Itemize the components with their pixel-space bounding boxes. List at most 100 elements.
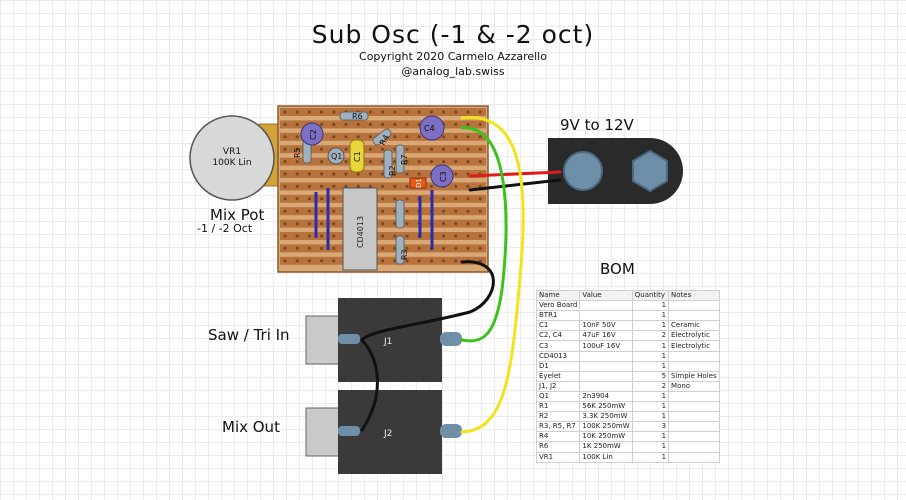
strip-hole bbox=[405, 246, 409, 250]
strip-hole bbox=[307, 172, 311, 176]
strip-hole bbox=[332, 184, 336, 188]
strip-hole bbox=[442, 209, 446, 213]
resistor-r1-body bbox=[395, 199, 405, 229]
strip-hole bbox=[478, 197, 482, 201]
pot-body bbox=[189, 115, 275, 201]
bom-col-name: Name bbox=[535, 289, 581, 302]
strip-hole bbox=[368, 110, 372, 114]
strip-hole bbox=[344, 172, 348, 176]
wire-yellow bbox=[460, 116, 525, 434]
strip-hole bbox=[332, 172, 336, 176]
strip-hole bbox=[466, 246, 470, 250]
bom-title: BOM bbox=[600, 260, 635, 278]
strip-hole bbox=[454, 184, 458, 188]
strip-hole bbox=[442, 197, 446, 201]
strip-hole bbox=[466, 122, 470, 126]
ic-cd4013: CD4013 bbox=[342, 187, 378, 271]
bom-cell: C1 bbox=[535, 320, 581, 332]
wire-green bbox=[460, 126, 508, 343]
strip-hole bbox=[381, 246, 385, 250]
mix-out-label: Mix Out bbox=[222, 418, 280, 436]
strip-hole bbox=[381, 209, 385, 213]
jack-j1-sleeve bbox=[305, 315, 341, 365]
strip-hole bbox=[429, 184, 433, 188]
strip-hole bbox=[332, 122, 336, 126]
strip-hole bbox=[393, 122, 397, 126]
label-r7: R7 bbox=[400, 154, 409, 165]
strip-hole bbox=[320, 110, 324, 114]
diode-d1 bbox=[409, 177, 427, 189]
strip-hole bbox=[405, 197, 409, 201]
strip-hole bbox=[466, 172, 470, 176]
strip-hole bbox=[454, 259, 458, 263]
strip-hole bbox=[405, 110, 409, 114]
wire-red bbox=[468, 170, 562, 178]
jack-j1-lug bbox=[338, 334, 360, 344]
bom-cell: Ceramic bbox=[668, 320, 720, 332]
strip-hole bbox=[381, 222, 385, 226]
strip-hole bbox=[283, 147, 287, 151]
strip-hole bbox=[283, 222, 287, 226]
strip-hole bbox=[466, 222, 470, 226]
capacitor-c3 bbox=[430, 164, 454, 188]
bom-cell bbox=[668, 300, 720, 312]
strip-hole bbox=[295, 135, 299, 139]
strip-hole bbox=[442, 259, 446, 263]
bom-cell: 10K 250mW bbox=[579, 431, 633, 443]
bom-cell: R3, R5, R7 bbox=[535, 421, 581, 433]
strip-hole bbox=[307, 246, 311, 250]
strip-hole bbox=[466, 160, 470, 164]
strip-hole bbox=[320, 160, 324, 164]
strip-hole bbox=[368, 135, 372, 139]
bom-header-row: Name Value Quantity Notes bbox=[535, 289, 720, 302]
strip-hole bbox=[320, 209, 324, 213]
strip-hole bbox=[393, 160, 397, 164]
strip-hole bbox=[283, 172, 287, 176]
strip-hole bbox=[454, 172, 458, 176]
jack-j2-sleeve bbox=[305, 407, 341, 457]
strip-hole bbox=[344, 135, 348, 139]
strip-hole bbox=[295, 222, 299, 226]
strip-hole bbox=[283, 246, 287, 250]
strip-hole bbox=[368, 147, 372, 151]
resistor-r7-body bbox=[395, 144, 405, 174]
bom-cell: 2 bbox=[631, 380, 670, 392]
bom-cell bbox=[668, 441, 720, 453]
strip-hole bbox=[466, 234, 470, 238]
strip-hole bbox=[405, 147, 409, 151]
strip-hole bbox=[332, 197, 336, 201]
strip-hole bbox=[442, 234, 446, 238]
strip-hole bbox=[307, 234, 311, 238]
strip-hole bbox=[307, 222, 311, 226]
strip-hole bbox=[295, 160, 299, 164]
bom-cell: 5 bbox=[631, 370, 670, 382]
strip-hole bbox=[442, 147, 446, 151]
strip-hole bbox=[478, 246, 482, 250]
bom-cell: C3 bbox=[535, 340, 581, 352]
jack-j2-label: J2 bbox=[383, 429, 392, 439]
strip-hole bbox=[320, 122, 324, 126]
strip-hole bbox=[368, 122, 372, 126]
pot-value-label: 100K Lin bbox=[212, 158, 251, 168]
label-q1: Q1 bbox=[331, 152, 342, 161]
strip-hole bbox=[283, 184, 287, 188]
strip-hole bbox=[283, 122, 287, 126]
strip-hole bbox=[283, 259, 287, 263]
strip-hole bbox=[417, 246, 421, 250]
bom-cell: 1 bbox=[631, 441, 670, 453]
strip-hole bbox=[295, 147, 299, 151]
strip-hole bbox=[442, 222, 446, 226]
bom-cell bbox=[579, 300, 633, 312]
ic-body bbox=[342, 187, 378, 271]
strip-hole bbox=[393, 172, 397, 176]
